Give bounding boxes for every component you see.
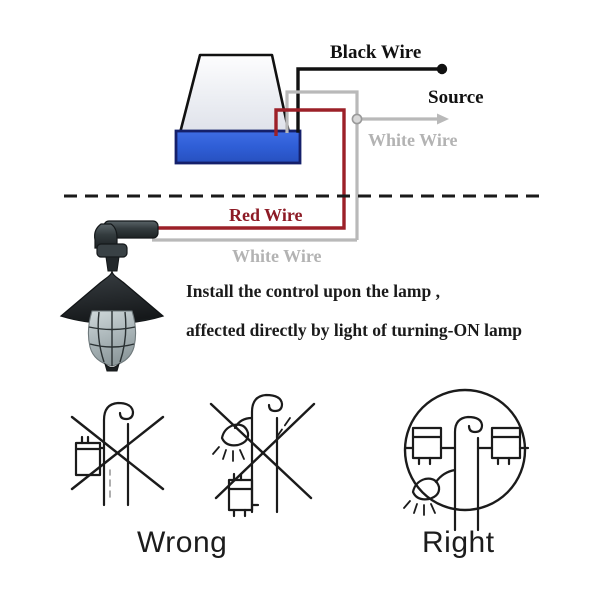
black-wire-terminal-dot [436,63,448,75]
sensor-base [174,129,302,165]
wrong-example-1 [70,401,165,507]
white-wire-junction-node [351,113,363,125]
red-wire [156,108,346,230]
photocell-sensor-device [174,53,302,165]
outdoor-lamp-fixture [59,220,165,372]
black-wire-label: Black Wire [330,42,422,63]
red-wire-label: Red Wire [229,205,303,225]
source-label: Source [428,87,484,108]
white-wire-vertical-path [285,90,359,240]
white-wire-bottom-label: White Wire [232,246,322,266]
instruction-line-2: affected directly by light of turning-ON… [186,320,523,340]
wrong-label: Wrong [137,526,228,559]
red-wire-path [156,108,346,230]
instruction-line-1: Install the control upon the lamp , [186,281,440,301]
lamp-finial [103,362,121,372]
wrong-example-2 [209,393,316,518]
right-example [403,388,530,532]
white-wire-top-label: White Wire [368,130,458,150]
lamp-cage [88,311,136,366]
white-wire-arrow-end [437,113,449,125]
white-wire-upper [285,90,449,240]
lamp-shade-rim [61,316,163,324]
lamp-neck [105,256,120,272]
right-label: Right [422,526,495,559]
